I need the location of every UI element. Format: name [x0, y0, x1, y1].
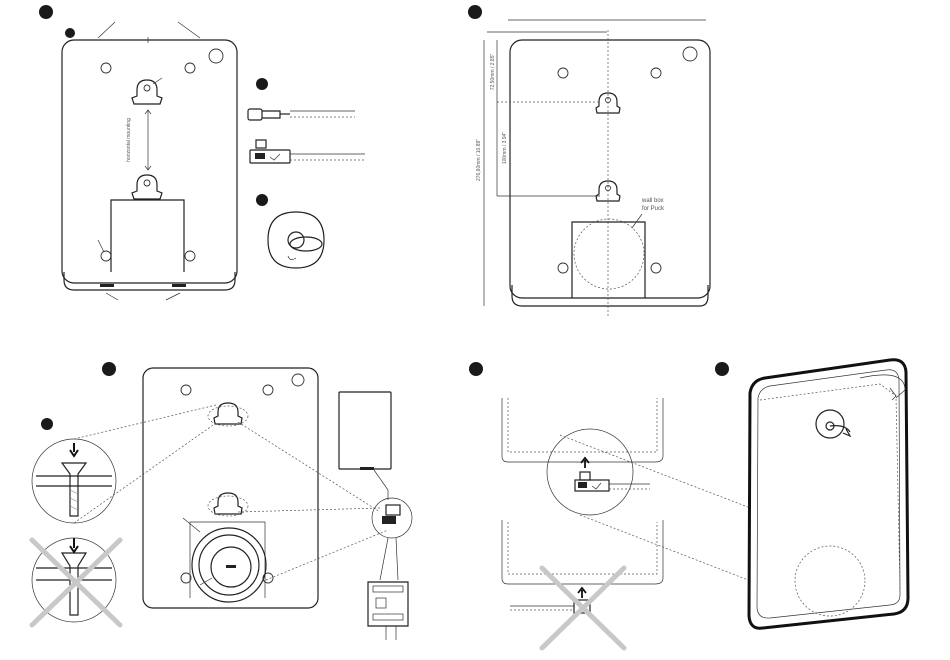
panel-dimensions: 276,60mm / 10.89" 72,50mm / 2.85" 100mm … — [468, 5, 710, 318]
check-mark — [592, 483, 601, 489]
wall-box-label: wall box — [641, 198, 664, 204]
tablet-port — [360, 467, 374, 470]
device-back-body — [62, 40, 237, 283]
power-supply-terminals — [373, 614, 403, 620]
cable-channel — [111, 200, 184, 272]
keyhole-slot — [144, 180, 150, 186]
device-back-body — [143, 368, 318, 608]
guide-line — [266, 530, 388, 580]
thread — [70, 490, 78, 494]
screw-hole — [263, 385, 273, 395]
corner-hole — [292, 374, 304, 386]
dim-lower-label: 100mm / 3.94" — [502, 132, 508, 165]
up-arrow-icon — [581, 458, 589, 468]
keyhole-slot — [144, 85, 150, 91]
connector-plug-top — [580, 472, 590, 480]
bracket-highlight — [208, 496, 248, 516]
pointer-line — [106, 293, 118, 300]
puck-connector — [226, 565, 236, 568]
cable — [380, 538, 388, 580]
cable-channel — [572, 222, 645, 298]
guide-line — [74, 405, 216, 439]
pointer-line — [166, 293, 180, 300]
connector-plug — [386, 505, 400, 515]
screw-hole — [101, 63, 111, 73]
guide-line — [238, 508, 380, 512]
cable — [374, 470, 388, 500]
device-outline-bottom — [502, 520, 663, 584]
up-arrow-icon — [578, 588, 586, 598]
keyhole-bracket-bottom — [132, 175, 162, 199]
keyhole-bracket-top — [132, 80, 162, 104]
screw-hole — [101, 251, 111, 261]
panel-device-back: horizontal mounting — [39, 5, 237, 300]
pointer-line — [98, 22, 115, 38]
step-marker-1 — [39, 5, 53, 19]
angled-plug-top — [256, 140, 266, 148]
step-marker-2 — [256, 78, 268, 90]
down-arrow-icon — [70, 443, 78, 456]
bottom-port-right — [172, 284, 186, 287]
screw-hole — [185, 63, 195, 73]
pointer-line — [632, 214, 642, 228]
check-mark — [270, 154, 280, 160]
for-puck-label: for Puck — [642, 206, 665, 212]
screw-hole — [651, 68, 661, 78]
plug-pin — [255, 153, 265, 159]
thread — [70, 506, 78, 510]
puck-ring — [290, 237, 322, 251]
screw-hole — [651, 263, 661, 273]
usb-plug — [248, 109, 262, 120]
power-supply-label — [376, 598, 386, 608]
dim-upper-label: 72,50mm / 2.85" — [490, 54, 496, 91]
pointer-line — [98, 240, 104, 252]
screw-correct — [36, 443, 112, 516]
screw-hole — [558, 68, 568, 78]
pointer-line — [178, 22, 200, 38]
wall-box-circle — [574, 219, 644, 289]
screw-hole — [185, 251, 195, 261]
device-bottom-edge — [512, 285, 708, 306]
power-supply-terminals — [373, 586, 403, 592]
plug-sleeve — [262, 111, 280, 118]
screw-hole — [181, 573, 191, 583]
guide-line — [238, 422, 380, 512]
dim-total-label: 276,60mm / 10.89" — [476, 139, 482, 181]
step-marker-1a — [65, 28, 75, 38]
step-marker-5a — [41, 418, 53, 430]
tablet-thumb — [339, 392, 391, 469]
horizontal-mounting-label: horizontal mounting — [126, 118, 132, 162]
connector-pin — [578, 482, 587, 488]
step-marker-7 — [715, 362, 729, 376]
step-marker-6 — [469, 362, 483, 376]
thread — [70, 498, 78, 502]
device-outline — [510, 40, 710, 298]
puck-arrow — [288, 256, 296, 260]
step-marker-4 — [468, 5, 482, 19]
step-marker-3 — [256, 194, 268, 206]
guide-line — [74, 423, 216, 523]
panel-connectors — [248, 78, 365, 268]
step-marker-5 — [102, 362, 116, 376]
corner-hole — [683, 47, 697, 61]
tablet-body — [749, 360, 908, 629]
power-supply — [368, 582, 408, 626]
panel-installation — [32, 362, 412, 640]
panel-mount-tablet — [715, 360, 908, 629]
connector-head — [382, 516, 396, 524]
screw-hole — [181, 385, 191, 395]
device-bottom-edge — [64, 272, 235, 290]
bottom-port-left — [100, 284, 114, 287]
device-inner-outline — [508, 522, 657, 574]
cable — [396, 538, 398, 580]
corner-hole — [209, 49, 223, 63]
puck-disc — [268, 212, 324, 268]
pointer-line — [153, 78, 162, 84]
down-arrow-icon — [70, 538, 78, 552]
pointer-line — [183, 518, 200, 532]
screw-hole — [558, 263, 568, 273]
bracket-highlight — [208, 406, 248, 426]
